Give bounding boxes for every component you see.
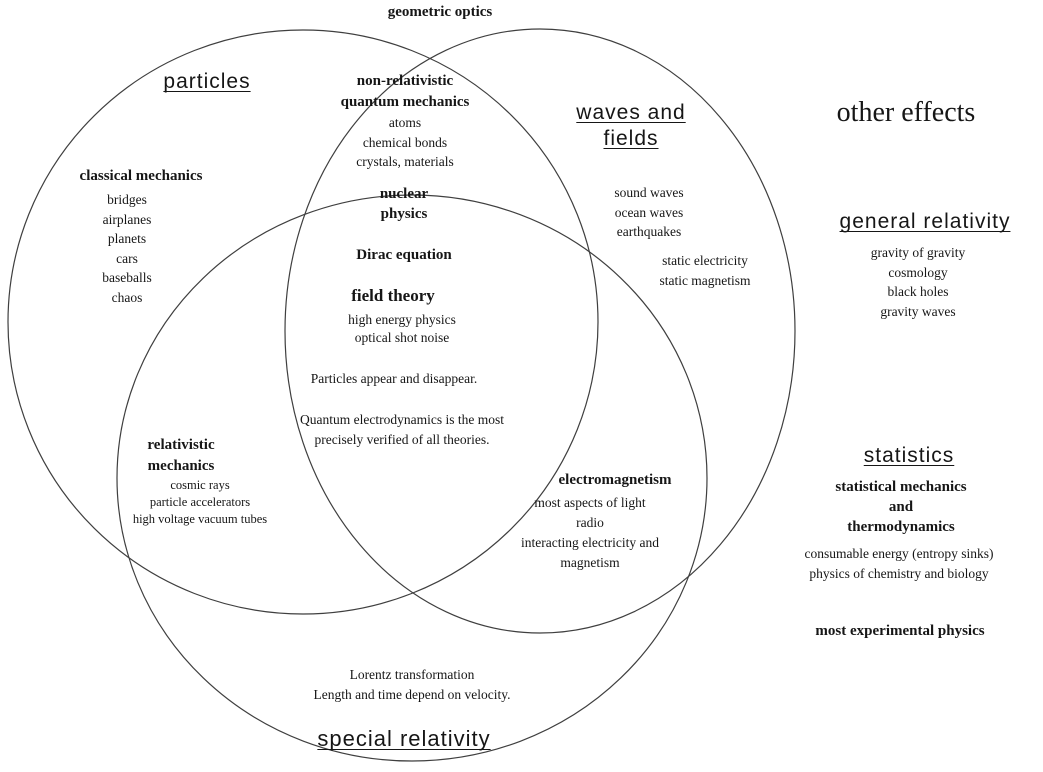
list-item: ocean waves	[614, 204, 684, 220]
region-nuclear-physics: nuclear physics	[380, 184, 428, 224]
statistics-title: statistics	[863, 444, 955, 467]
waves-and-fields-circle	[284, 28, 796, 634]
list-item: particle accelerators	[149, 495, 251, 509]
list-item: consumable energy (entropy sinks)	[804, 546, 994, 561]
list-item: sound waves	[614, 185, 684, 200]
subtitle-line: and	[888, 499, 914, 515]
region-title-line: quantum mechanics	[340, 94, 470, 110]
region-non-relativistic-qm: non-relativistic quantum mechanics atoms…	[341, 71, 470, 172]
list-item: airplanes	[102, 211, 152, 227]
set-label-special-relativity: special relativity	[317, 726, 491, 751]
region-title-line: nuclear	[379, 186, 429, 202]
set-label-waves-and-fields: waves and fields	[576, 100, 685, 152]
particles-circle	[7, 29, 599, 615]
note-line: Quantum electrodynamics is the most	[300, 412, 504, 427]
note-line: Length and time depend on velocity.	[313, 687, 511, 702]
note-line: precisely verified of all theories.	[314, 432, 490, 447]
list-item: baseballs	[102, 270, 152, 286]
field-theory-note-qed: Quantum electrodynamics is the most prec…	[300, 410, 504, 450]
region-electromagnetism-list: most aspects of light radio interacting …	[521, 493, 659, 573]
list-item: magnetism	[560, 555, 620, 570]
region-waves-examples: sound waves ocean waves earthquakes	[614, 183, 683, 242]
region-relativistic-mechanics-list: cosmic rays particle accelerators high v…	[133, 477, 267, 528]
statistics-subtitle: statistical mechanics and thermodynamics	[835, 477, 966, 537]
list-item: radio	[576, 515, 604, 530]
list-item: high energy physics	[348, 312, 456, 327]
region-title-classical-mechanics: classical mechanics	[79, 168, 203, 184]
set-label-particles: particles	[163, 70, 251, 93]
most-experimental-physics-note: most experimental physics	[815, 623, 985, 639]
region-title-line: non-relativistic	[356, 73, 454, 89]
region-special-relativity-notes: Lorentz transformation Length and time d…	[313, 665, 510, 705]
special-relativity-circle	[116, 194, 708, 762]
region-dirac-equation: Dirac equation	[356, 247, 452, 263]
list-item: bridges	[107, 192, 147, 207]
list-item: interacting electricity and	[521, 535, 659, 550]
list-item: cars	[116, 250, 138, 266]
region-title-electromagnetism: electromagnetism	[558, 472, 672, 488]
region-title-line: mechanics	[147, 458, 215, 474]
list-item: planets	[107, 231, 147, 247]
region-title-line: physics	[380, 206, 428, 222]
region-statics: static electricity static magnetism	[659, 251, 750, 291]
note-line: Lorentz transformation	[349, 667, 475, 682]
region-field-theory-list: high energy physics optical shot noise	[348, 311, 456, 346]
list-item: high voltage vacuum tubes	[132, 512, 268, 526]
list-item: gravity of gravity	[870, 245, 966, 260]
list-item: cosmology	[888, 264, 948, 280]
general-relativity-title: general relativity	[839, 210, 1011, 233]
region-classical-mechanics-list: bridges airplanes planets cars baseballs…	[102, 190, 152, 308]
list-item: crystals, materials	[356, 154, 454, 170]
list-item: chaos	[111, 289, 143, 305]
list-item: atoms	[388, 115, 422, 130]
list-item: gravity waves	[880, 303, 956, 319]
list-item: black holes	[887, 284, 949, 300]
geometric-optics-label: geometric optics	[387, 4, 493, 20]
list-item: physics of chemistry and biology	[809, 566, 989, 581]
region-relativistic-mechanics: relativistic mechanics	[147, 435, 214, 477]
list-item: optical shot noise	[354, 329, 450, 345]
general-relativity-list: gravity of gravity cosmology black holes…	[871, 243, 965, 321]
set-label-line: fields	[603, 127, 659, 150]
region-title-line: relativistic	[147, 437, 215, 453]
subtitle-line: statistical mechanics	[835, 479, 967, 495]
list-item: static magnetism	[659, 273, 751, 288]
list-item: cosmic rays	[170, 478, 230, 492]
subtitle-line: thermodynamics	[847, 519, 955, 535]
set-label-line: waves and	[576, 101, 686, 124]
list-item: chemical bonds	[362, 134, 448, 150]
list-item: static electricity	[662, 253, 748, 268]
field-theory-note: Particles appear and disappear.	[310, 371, 478, 386]
region-title-field-theory: field theory	[351, 286, 435, 305]
statistics-list: consumable energy (entropy sinks) physic…	[804, 544, 993, 584]
list-item: most aspects of light	[534, 495, 646, 510]
list-item: earthquakes	[616, 224, 682, 240]
other-effects-title: other effects	[836, 97, 976, 128]
